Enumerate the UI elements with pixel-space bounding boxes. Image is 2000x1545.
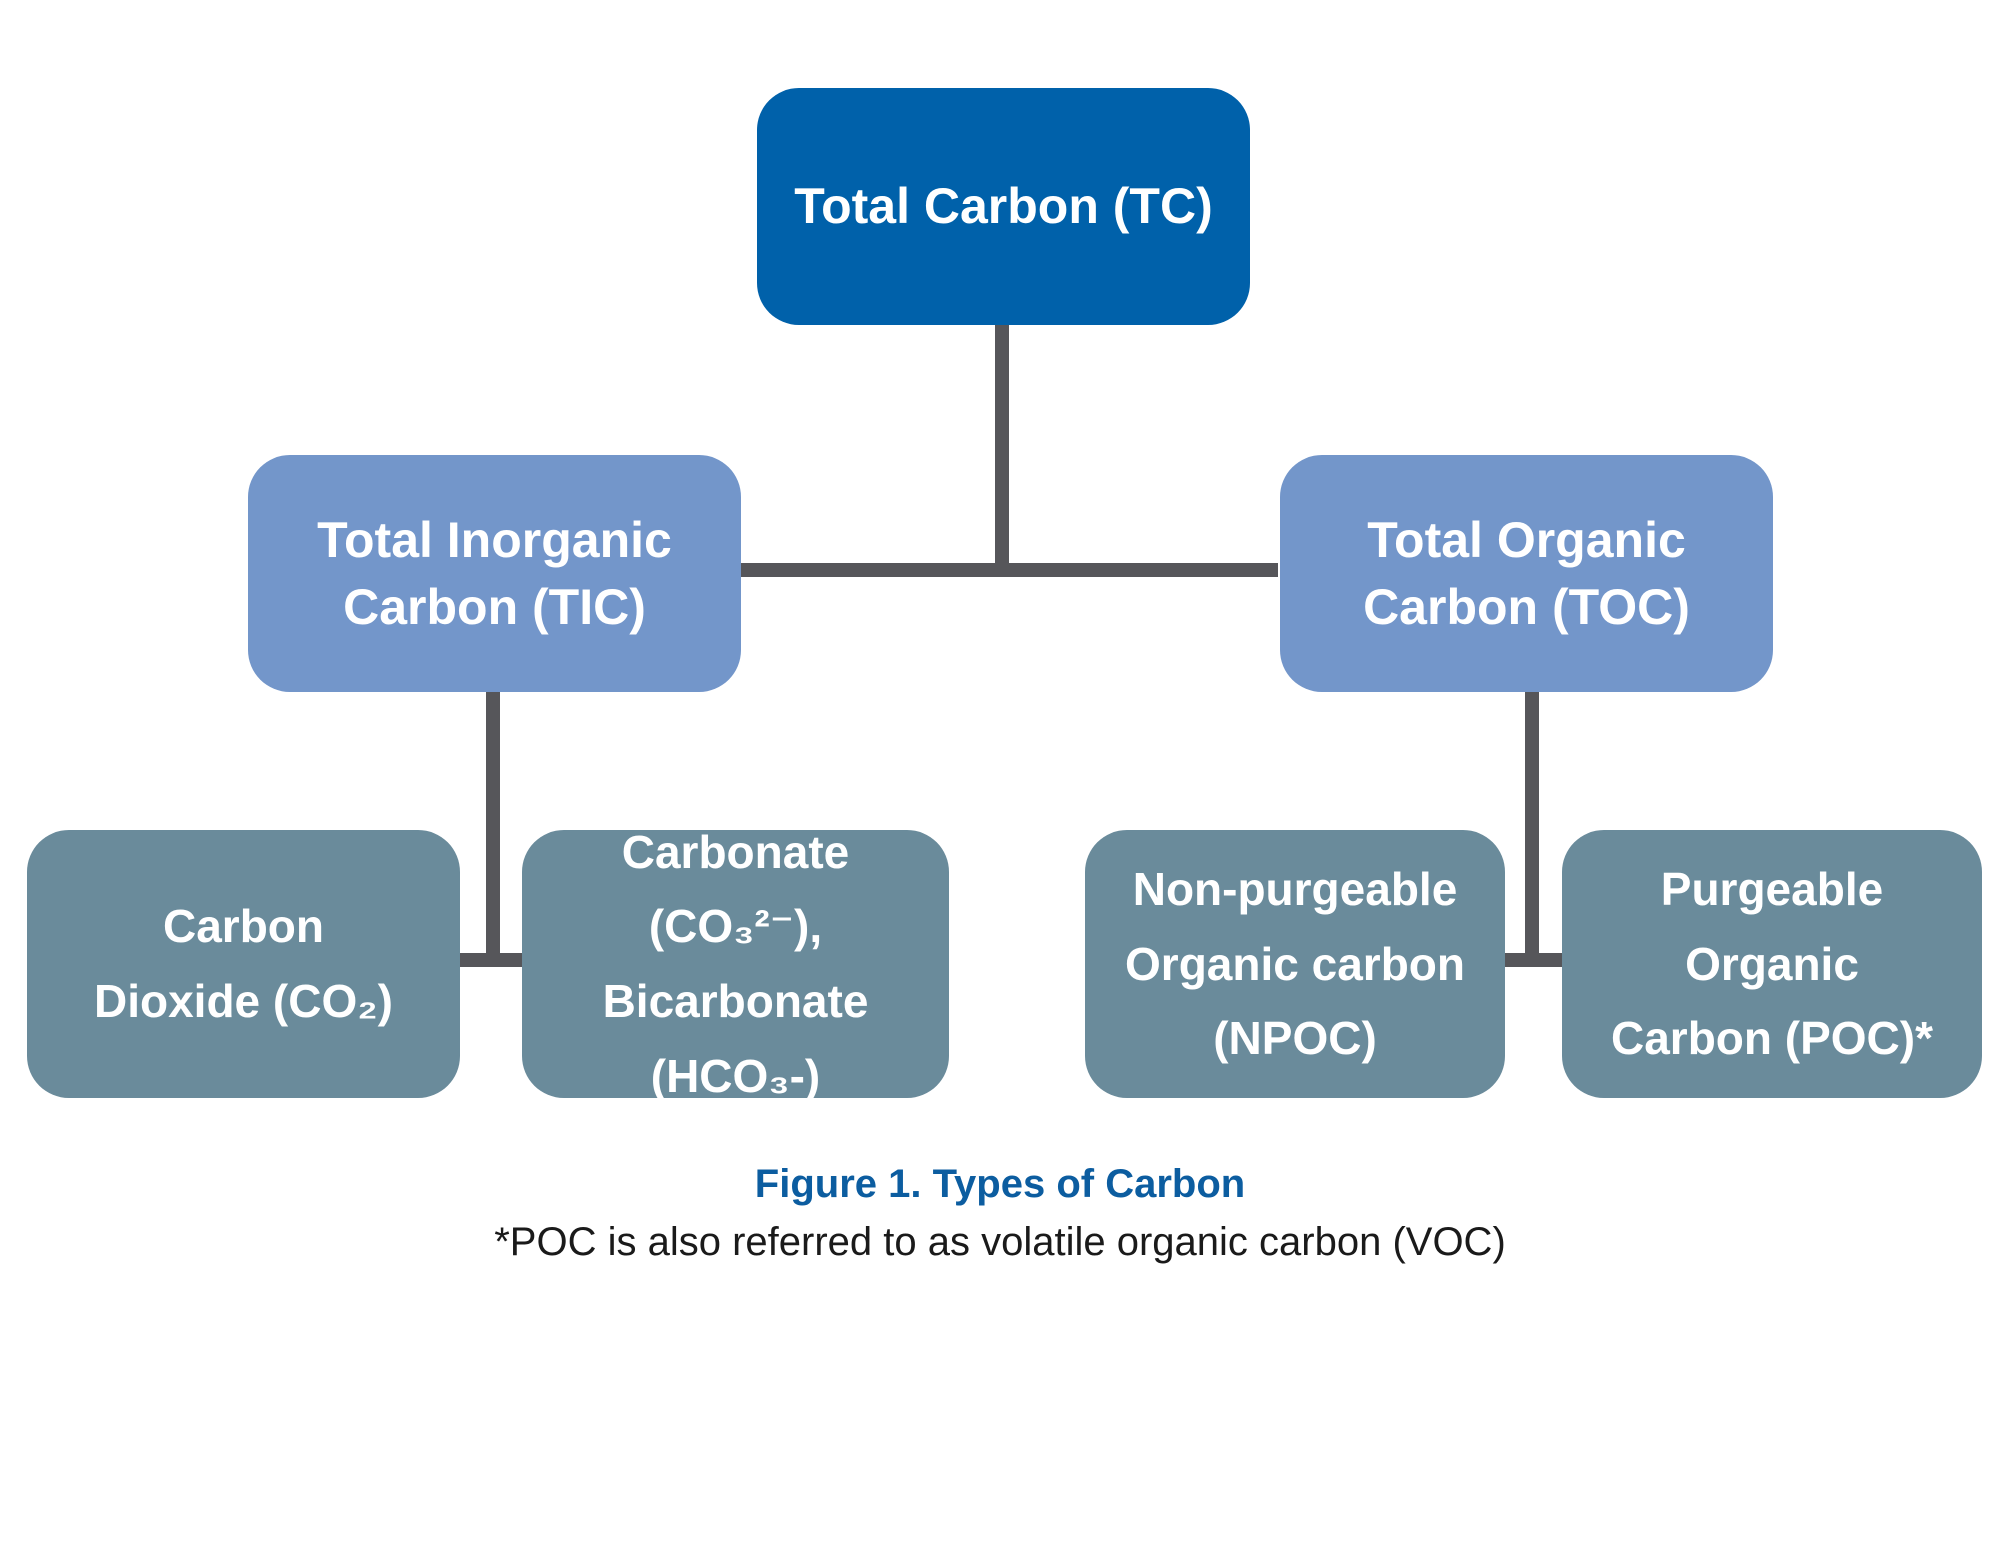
- connector-toc-down: [1525, 690, 1539, 960]
- node-total-inorganic-carbon: Total Inorganic Carbon (TIC): [248, 455, 741, 692]
- node-co2-line-2: Dioxide (CO₂): [94, 975, 393, 1027]
- node-total-organic-carbon-text: Total Organic Carbon (TOC): [1363, 507, 1690, 640]
- node-carb-line-2: Bicarbonate: [602, 975, 869, 1027]
- node-carbon-dioxide: Carbon Dioxide (CO₂): [27, 830, 460, 1098]
- node-carbonate-bicarbonate-text: Carbonate (CO₃²⁻), Bicarbonate (HCO₃-): [540, 815, 931, 1113]
- node-poc-line-3: Carbon (POC)*: [1611, 1012, 1933, 1065]
- connector-inorganic-leaves: [458, 953, 524, 967]
- figure-caption-note: *POC is also referred to as volatile org…: [494, 1220, 1506, 1264]
- node-npoc: Non-purgeable Organic carbon (NPOC): [1085, 830, 1505, 1098]
- node-carb-line-3: (HCO₃-): [650, 1049, 821, 1102]
- node-total-carbon-text: Total Carbon (TC): [794, 173, 1212, 240]
- node-total-carbon-line: Total Carbon (TC): [794, 178, 1213, 235]
- node-npoc-line-2: Organic carbon: [1125, 937, 1465, 990]
- node-total-organic-carbon: Total Organic Carbon (TOC): [1280, 455, 1773, 692]
- node-toc-line-1: Total Organic: [1367, 512, 1686, 568]
- node-poc-line-1: Purgeable: [1660, 863, 1884, 916]
- node-carb-line-1: Carbonate (CO₃²⁻),: [621, 825, 850, 953]
- node-carbon-dioxide-text: Carbon Dioxide (CO₂): [94, 889, 393, 1038]
- node-tic-line-1: Total Inorganic: [317, 512, 672, 568]
- node-toc-line-2: Carbon (TOC): [1363, 578, 1690, 635]
- node-co2-line-1: Carbon: [163, 900, 324, 953]
- node-carbonate-bicarbonate: Carbonate (CO₃²⁻), Bicarbonate (HCO₃-): [522, 826, 949, 1102]
- figure-caption-title: Figure 1. Types of Carbon: [754, 1162, 1246, 1206]
- node-poc-text: Purgeable Organic Carbon (POC)*: [1611, 852, 1933, 1076]
- connector-tic-down: [486, 690, 500, 960]
- node-total-inorganic-carbon-text: Total Inorganic Carbon (TIC): [317, 507, 672, 640]
- node-npoc-line-3: (NPOC): [1213, 1012, 1377, 1065]
- connector-organic-leaves: [1498, 953, 1564, 967]
- connector-tic-toc-horizontal: [738, 563, 1278, 577]
- connector-tc-down: [995, 325, 1009, 565]
- node-npoc-text: Non-purgeable Organic carbon (NPOC): [1125, 852, 1465, 1076]
- node-total-carbon: Total Carbon (TC): [757, 88, 1250, 325]
- node-npoc-line-1: Non-purgeable: [1132, 863, 1458, 916]
- node-tic-line-2: Carbon (TIC): [343, 578, 646, 635]
- node-poc-line-2: Organic: [1685, 937, 1859, 990]
- node-poc: Purgeable Organic Carbon (POC)*: [1562, 830, 1982, 1098]
